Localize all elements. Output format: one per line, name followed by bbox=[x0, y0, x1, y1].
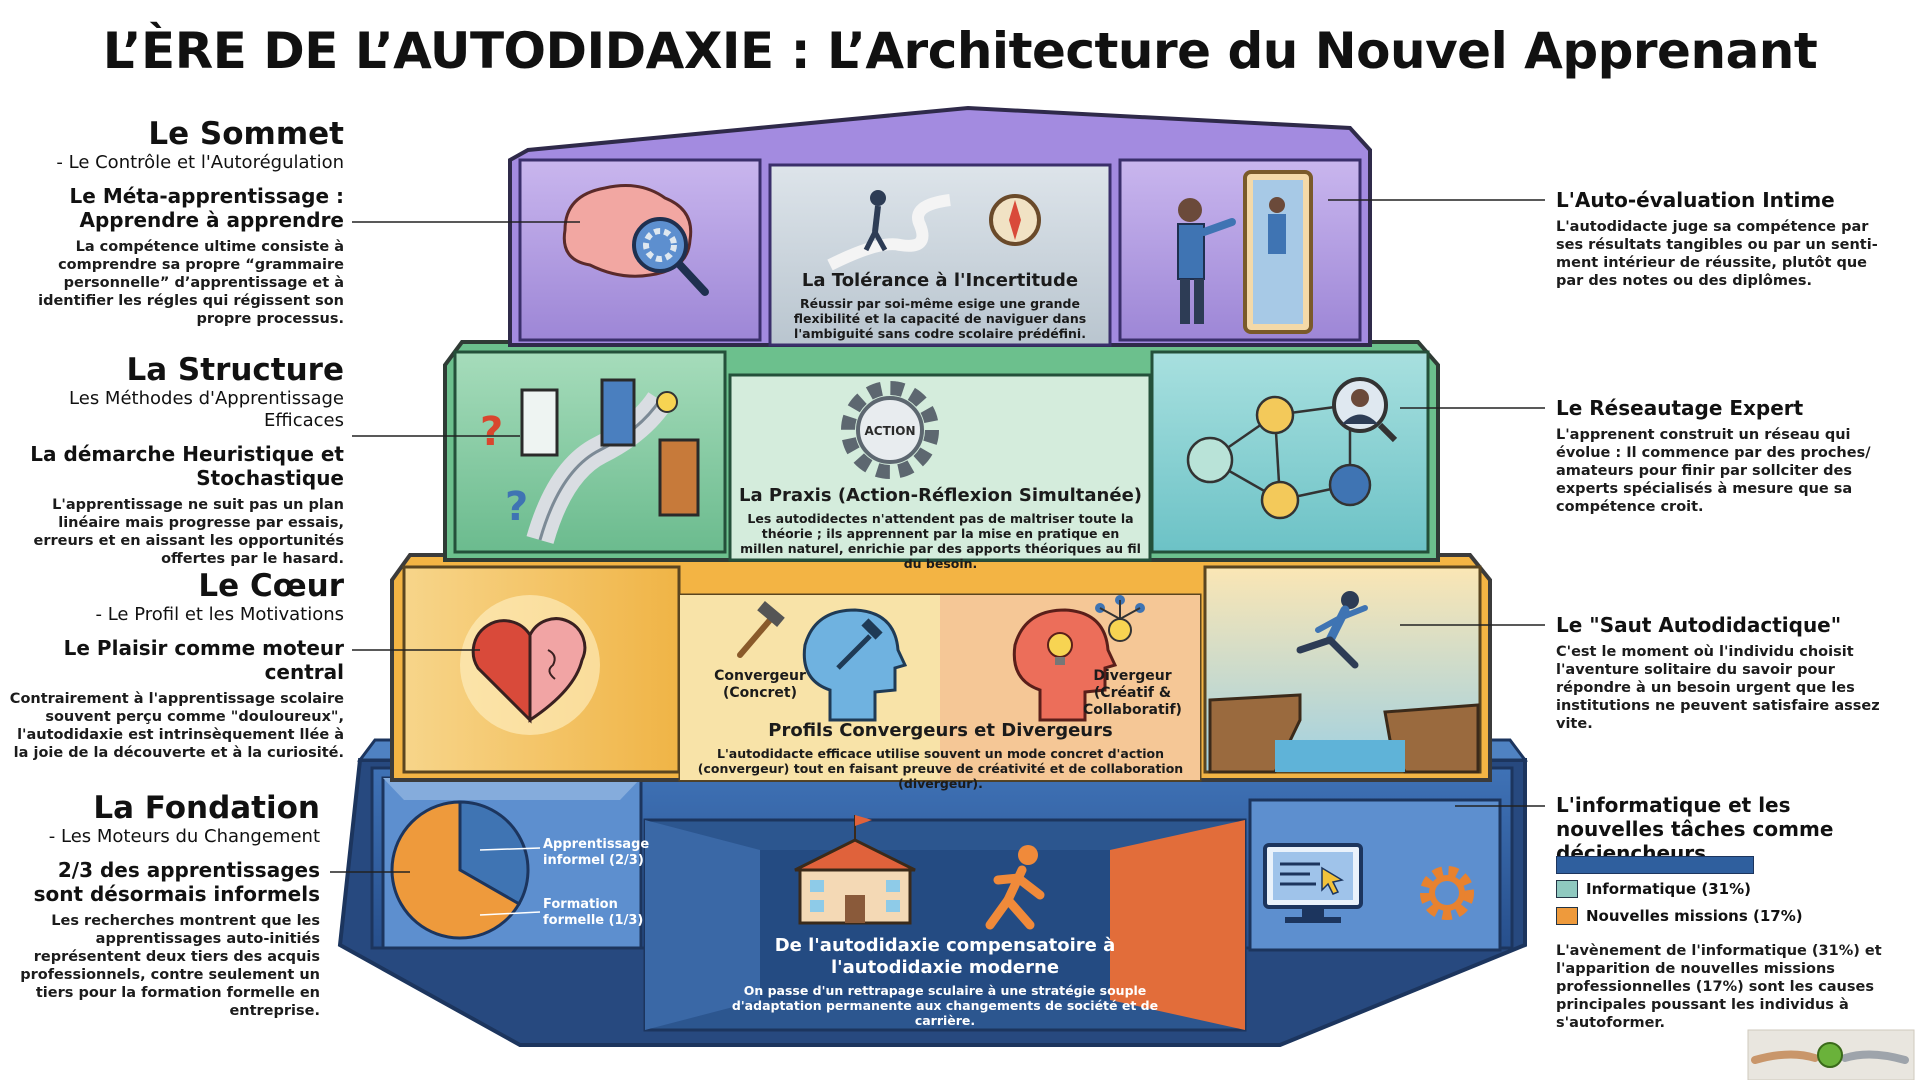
auto-evaluation-title: L'Auto-évaluation Intime bbox=[1556, 188, 1835, 212]
panel-profils-title: Profils Convergeurs et Divergeurs bbox=[768, 720, 1113, 741]
hammer-icon bbox=[737, 601, 785, 658]
left-coeur: Le Cœur - Le Profil et les Motivations L… bbox=[2, 568, 344, 762]
school-icon bbox=[794, 815, 916, 925]
right-structure: Le Réseautage Expert L'apprenent constru… bbox=[1556, 396, 1886, 516]
structure-title: La Structure bbox=[126, 352, 344, 388]
panel-fondation-title: De l'autodidaxie compensatoire à l'autod… bbox=[774, 935, 1116, 978]
coeur-item-desc: Contrairement à l'apprentissage scolaire… bbox=[9, 691, 344, 761]
tier-structure: ? ? ACTION bbox=[443, 340, 1440, 562]
fondation-item-title: 2/3 des apprentissages sont désormais in… bbox=[33, 858, 320, 906]
svg-text:?: ? bbox=[480, 409, 503, 455]
left-fondation: La Fondation - Les Moteurs du Changement… bbox=[2, 790, 320, 1020]
coeur-title: Le Cœur bbox=[198, 568, 344, 604]
sommet-title: Le Sommet bbox=[148, 116, 344, 152]
legend-bar bbox=[1556, 856, 1754, 874]
saut-title: Le "Saut Autodidactique" bbox=[1556, 613, 1842, 637]
reseautage-title: Le Réseautage Expert bbox=[1556, 396, 1804, 420]
network-icon bbox=[1186, 377, 1398, 520]
panel-convergeur-label: Convergeur (Concret) bbox=[700, 668, 820, 702]
legend-swatch-informatique bbox=[1556, 880, 1578, 898]
corner-thumbnail bbox=[1747, 1029, 1915, 1080]
divergeur-label: Divergeur (Créatif & Collaboratif) bbox=[1083, 668, 1182, 718]
mirror-person-icon bbox=[1177, 170, 1313, 334]
fondation-title: La Fondation bbox=[93, 790, 320, 826]
coeur-item-title: Le Plaisir comme moteur central bbox=[63, 636, 344, 684]
fondation-item-desc: Les recherches montrent que les apprenti… bbox=[20, 913, 320, 1019]
informatique-title: L'informatique et les nouvelles tâches c… bbox=[1556, 793, 1834, 865]
panel-praxis: La Praxis (Action-Réflexion Simultanée) … bbox=[738, 485, 1143, 571]
right-fondation: L'informatique et les nouvelles tâches c… bbox=[1556, 793, 1886, 865]
coeur-subtitle: - Le Profil et les Motivations bbox=[95, 604, 344, 625]
cliff-jump-icon bbox=[1208, 591, 1480, 774]
lightbulb-network-icon bbox=[1095, 595, 1145, 642]
svg-text:?: ? bbox=[505, 484, 528, 530]
left-sommet: Le Sommet - Le Contrôle et l'Autorégulat… bbox=[2, 116, 344, 328]
panel-fondation: De l'autodidaxie compensatoire à l'autod… bbox=[730, 935, 1160, 1028]
doors-path-icon: ? ? bbox=[480, 378, 700, 544]
legend-informatique: Informatique (31%) bbox=[1556, 880, 1751, 898]
tier-coeur bbox=[390, 553, 1492, 782]
legend-label-informatique: Informatique (31%) bbox=[1586, 880, 1751, 898]
structure-subtitle: Les Méthodes d'Apprentissage Efficaces bbox=[69, 388, 344, 431]
auto-evaluation-desc: L'autodidacte juge sa compétence par ses… bbox=[1556, 219, 1878, 289]
reseautage-desc: L'apprenent construit un réseau qui évol… bbox=[1556, 427, 1871, 515]
panel-praxis-title: La Praxis (Action-Réflexion Simultanée) bbox=[738, 485, 1143, 506]
page-title: L’ÈRE DE L’AUTODIDAXIE : L’Architecture … bbox=[102, 22, 1818, 80]
informatique-desc: L'avènement de l'informatique (31%) et l… bbox=[1556, 943, 1882, 1031]
compass-path-icon bbox=[827, 190, 1041, 271]
brain-gear-icon bbox=[562, 184, 709, 296]
fondation-subtitle: - Les Moteurs du Changement bbox=[48, 826, 320, 847]
convergeur-label: Convergeur (Concret) bbox=[714, 668, 806, 701]
action-gear-label: ACTION bbox=[865, 424, 916, 438]
action-gear-icon bbox=[841, 381, 939, 479]
sommet-subtitle: - Le Contrôle et l'Autorégulation bbox=[56, 152, 344, 173]
heart-brain-icon bbox=[460, 595, 600, 735]
saut-desc: C'est le moment où l'individu choisit l'… bbox=[1556, 644, 1880, 732]
right-sommet: L'Auto-évaluation Intime L'autodidacte j… bbox=[1556, 188, 1886, 290]
legend-missions: Nouvelles missions (17%) bbox=[1556, 907, 1803, 925]
pie-chart bbox=[390, 800, 530, 940]
panel-profils: Profils Convergeurs et Divergeurs L'auto… bbox=[688, 720, 1193, 791]
tier-sommet bbox=[508, 105, 1372, 347]
legend-label-missions: Nouvelles missions (17%) bbox=[1586, 907, 1803, 925]
panel-divergeur-label: Divergeur (Créatif & Collaboratif) bbox=[1075, 668, 1190, 719]
panel-profils-desc: L'autodidacte efficace utilise souvent u… bbox=[697, 746, 1184, 791]
pie-slice-informel bbox=[390, 800, 522, 940]
structure-item-desc: L'apprentissage ne suit pas un plan liné… bbox=[33, 497, 344, 567]
right-coeur: Le "Saut Autodidactique" C'est le moment… bbox=[1556, 613, 1886, 733]
legend-swatch-missions bbox=[1556, 907, 1578, 925]
runner-icon bbox=[985, 845, 1045, 930]
gear-icon bbox=[1420, 866, 1474, 920]
computer-icon bbox=[1263, 843, 1363, 923]
panel-tolerance-title: La Tolérance à l'Incertitude bbox=[801, 270, 1079, 291]
left-structure: La Structure Les Méthodes d'Apprentissag… bbox=[2, 352, 344, 568]
panel-fondation-desc: On passe d'un rettrapage sculaire à une … bbox=[731, 983, 1159, 1028]
convergeur-head-icon bbox=[802, 608, 908, 722]
structure-item-title: La démarche Heuristique et Stochastique bbox=[30, 442, 344, 490]
sommet-item-title: Le Méta-apprentissage : Apprendre à appr… bbox=[69, 184, 344, 232]
right-fondation-desc: L'avènement de l'informatique (31%) et l… bbox=[1556, 936, 1886, 1032]
leader-lines bbox=[330, 199, 1545, 873]
sommet-item-desc: La compétence ultime consiste à comprend… bbox=[38, 239, 344, 327]
divergeur-head-icon bbox=[1012, 608, 1118, 722]
panel-praxis-desc: Les autodidectes n'attendent pas de malt… bbox=[740, 511, 1141, 571]
panel-tolerance-desc: Réussir par soi-même esige une grande fl… bbox=[793, 296, 1087, 341]
panel-tolerance: La Tolérance à l'Incertitude Réussir par… bbox=[775, 270, 1105, 341]
